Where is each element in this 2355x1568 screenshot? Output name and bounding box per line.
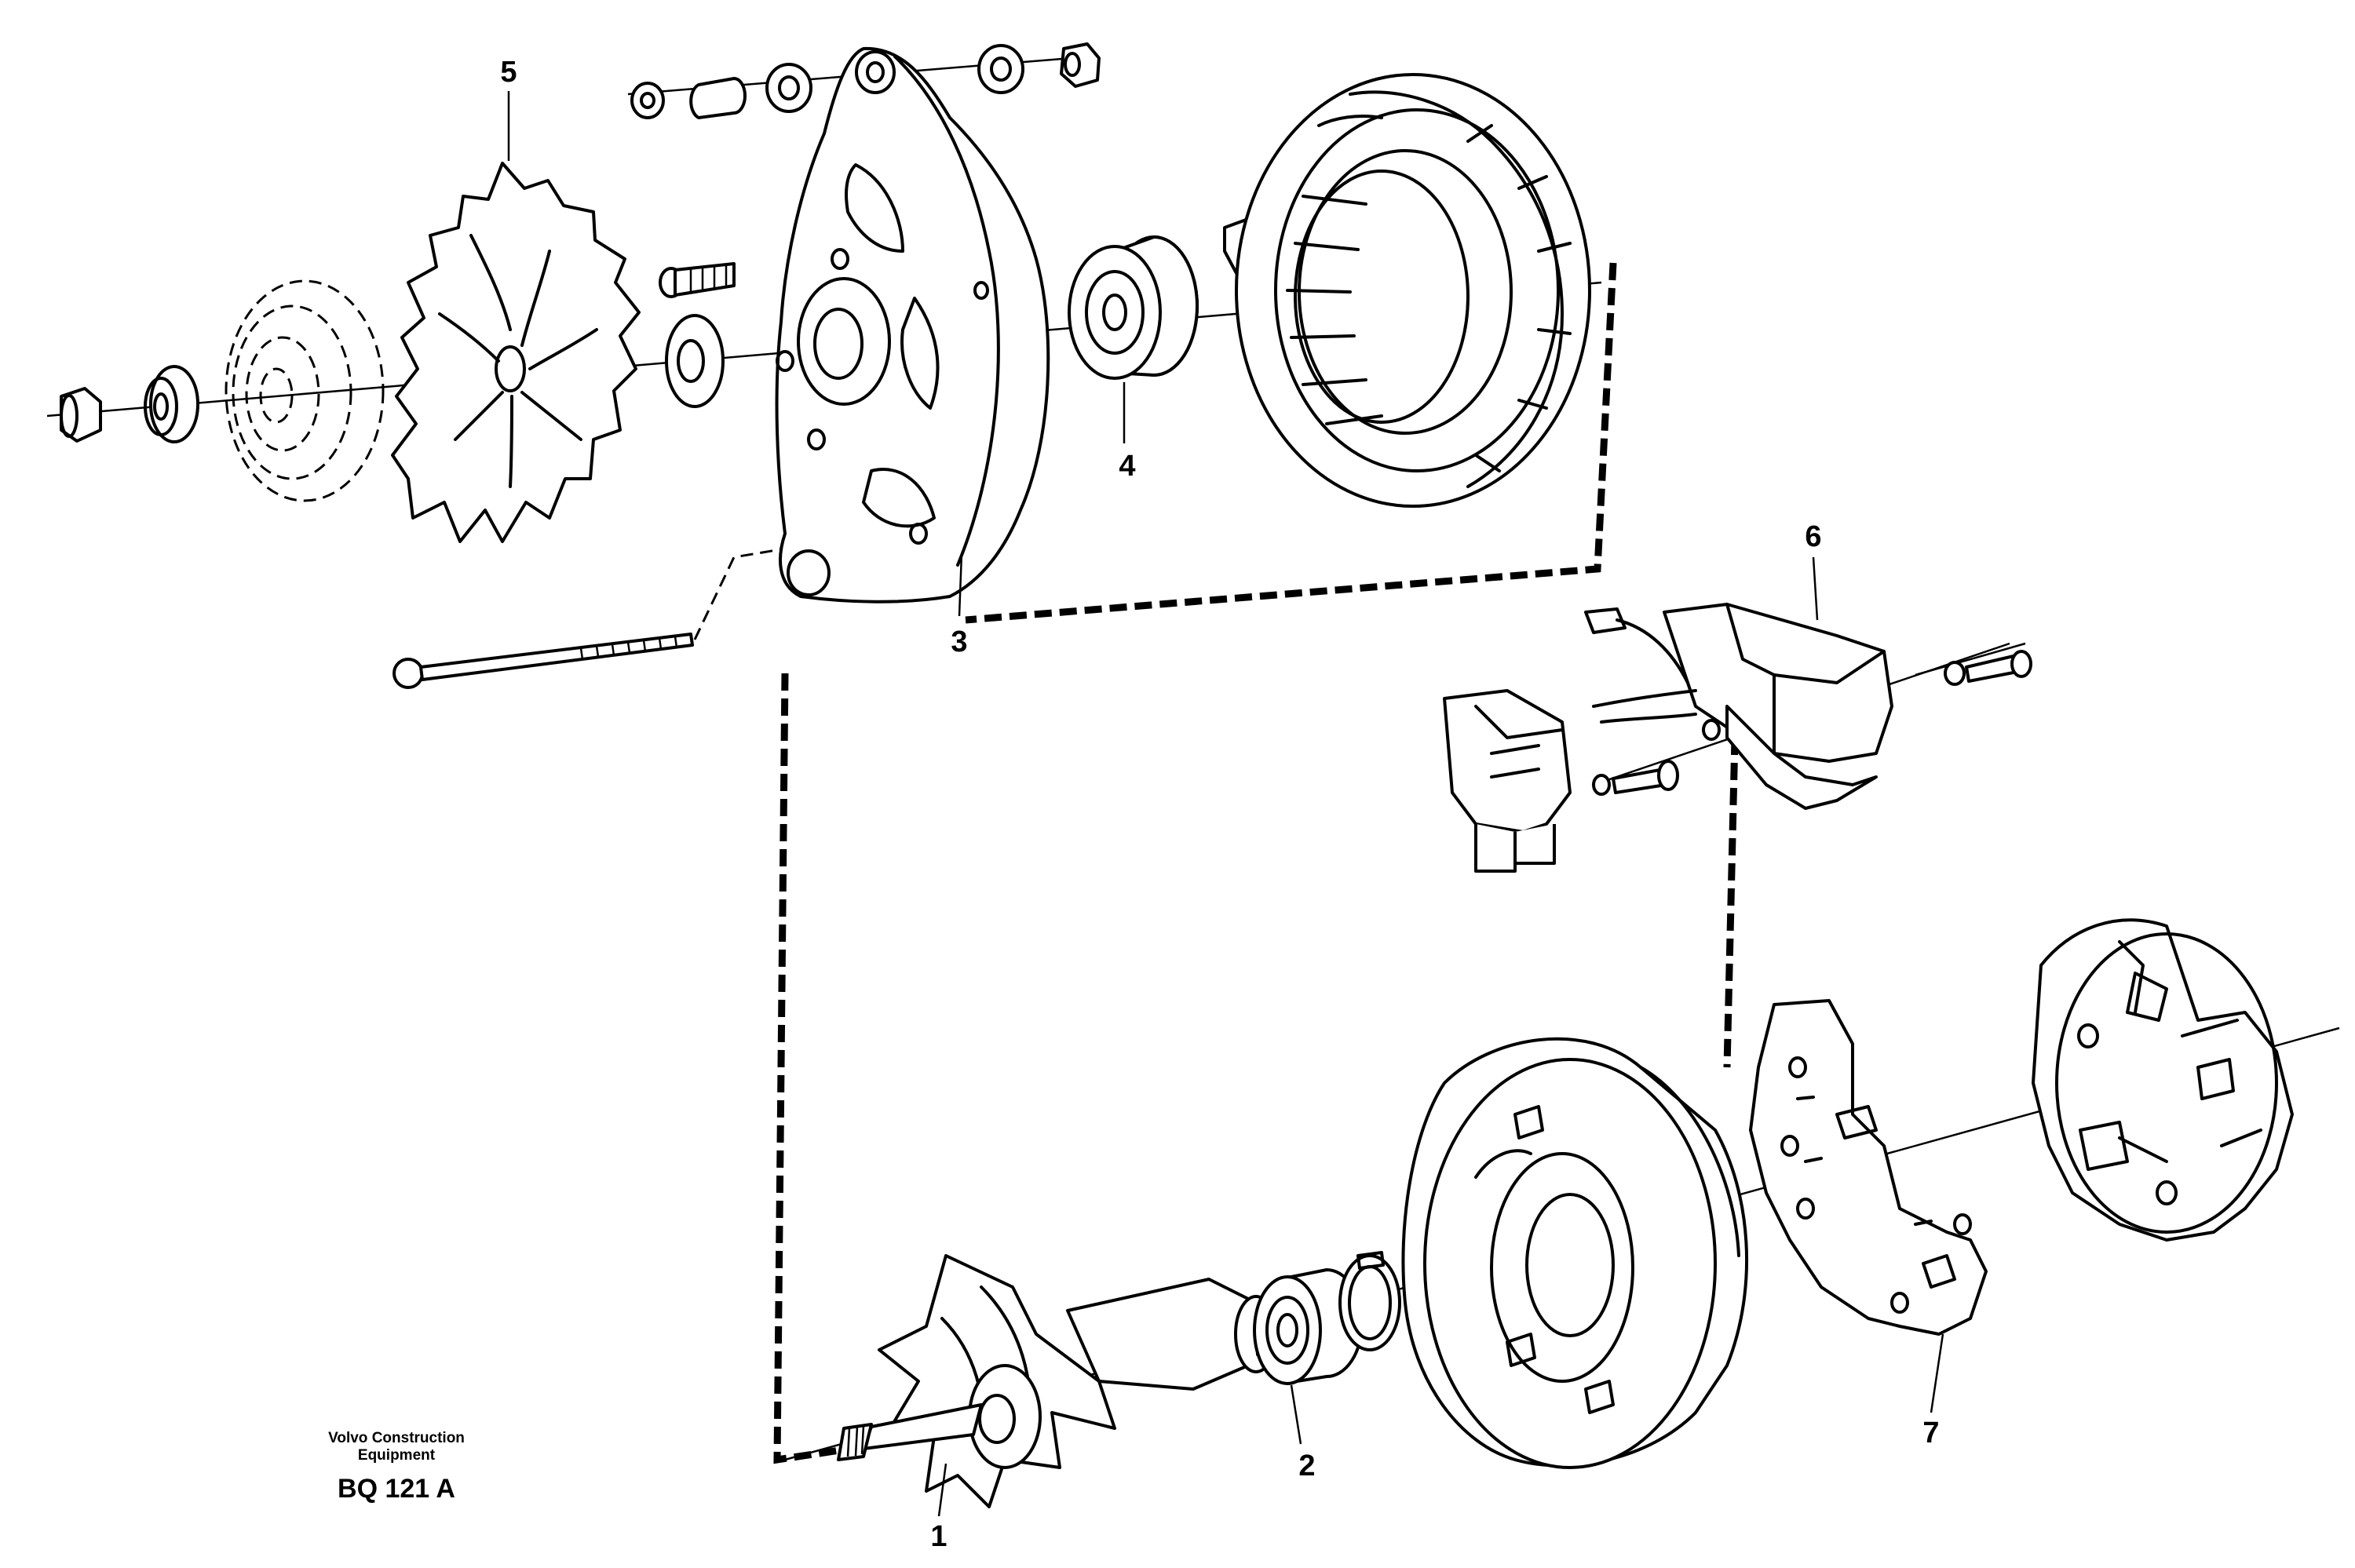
washer xyxy=(144,365,199,443)
slip-ring-end-shield xyxy=(1401,1037,1749,1469)
fan xyxy=(391,162,641,543)
retaining-ring xyxy=(1338,1251,1401,1351)
callout-1: 1 xyxy=(930,1520,947,1553)
callout-3: 3 xyxy=(951,625,968,658)
top-fasteners xyxy=(630,42,1101,119)
brush-holder-plug xyxy=(1443,689,1572,873)
through-bolt xyxy=(392,548,782,689)
pulley xyxy=(225,279,385,502)
callout-4: 4 xyxy=(1119,450,1136,483)
callout-5: 5 xyxy=(500,56,517,89)
callout-leader-lines xyxy=(507,91,1944,1517)
screw xyxy=(659,262,736,298)
stator xyxy=(1223,73,1591,508)
publisher-line-1: Volvo Construction xyxy=(328,1430,465,1446)
callout-2: 2 xyxy=(1298,1449,1316,1482)
figure-code: BQ 121 A xyxy=(338,1474,455,1504)
callout-6: 6 xyxy=(1805,520,1822,553)
drive-end-shield xyxy=(775,46,1050,603)
rectifier-bridge xyxy=(1749,999,1988,1336)
callout-7: 7 xyxy=(1922,1417,1940,1449)
nut xyxy=(60,387,102,443)
voltage-regulator xyxy=(1584,603,2032,810)
publisher-name: Volvo Construction Equipment xyxy=(328,1430,465,1464)
bearing-front xyxy=(1068,235,1199,380)
rotor xyxy=(837,1254,1278,1508)
publisher-line-2: Equipment xyxy=(357,1446,436,1464)
rear-cover xyxy=(2032,918,2294,1242)
spacer-washer xyxy=(665,314,725,408)
assembly-axis-lines xyxy=(46,55,2340,1461)
alignment-dashed-lines xyxy=(773,262,1739,1464)
